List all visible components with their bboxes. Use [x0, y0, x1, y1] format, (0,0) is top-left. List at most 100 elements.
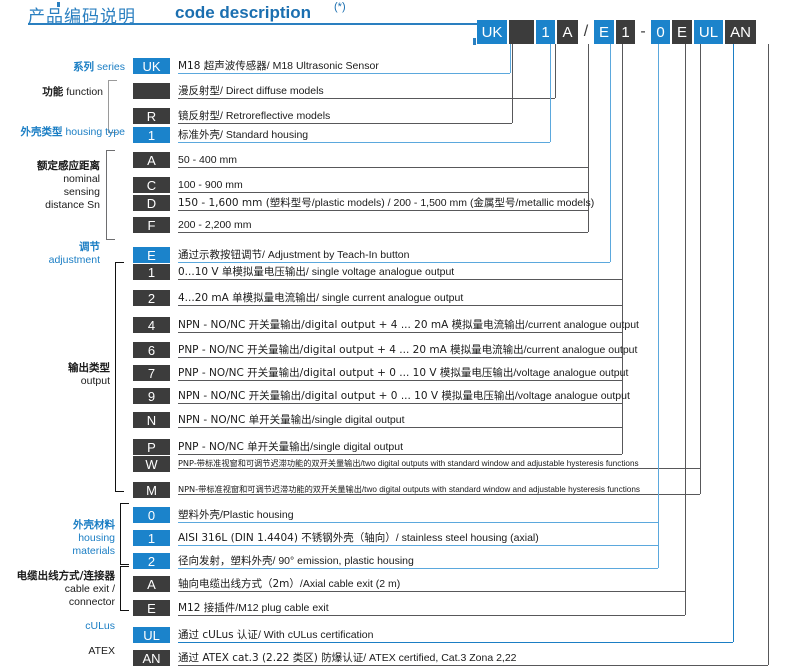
- connector-underline-22: [178, 591, 685, 592]
- row-code-4-11: 4: [133, 317, 170, 333]
- row-description-cn-0: M18 超声波传感器: [178, 60, 267, 72]
- group-label-function-cn: 功能: [42, 86, 64, 98]
- row-description-cn-10: 4...20 mA 单模拟量电流输出: [178, 292, 317, 304]
- row-description-cn-19: 塑料外壳: [178, 509, 220, 521]
- connector-riser-25: [768, 44, 769, 665]
- title-underline: [28, 23, 480, 25]
- group-label-atex: ATEX: [0, 645, 115, 658]
- connector-underline-19: [178, 522, 658, 523]
- codebar-tick-marker: [473, 38, 476, 45]
- row-description-9: 0...10 V 单模拟量电压输出/ single voltage analog…: [178, 266, 454, 278]
- row-description-en-16: /single digital output: [310, 441, 403, 453]
- connector-underline-20: [178, 545, 658, 546]
- row-description-10: 4...20 mA 单模拟量电流输出/ single current analo…: [178, 292, 463, 304]
- row-description-cn-12: PNP - NO/NC 开关量输出/digital output + 4 ...…: [178, 344, 524, 356]
- row-description-cn-6: 150 - 1,600 mm (塑料型号: [178, 197, 312, 209]
- group-label-function-en: function: [66, 86, 103, 98]
- row-code-1-20: 1: [133, 530, 170, 546]
- connector-underline-6: [178, 210, 588, 211]
- group-label-output-en: output: [80, 375, 110, 387]
- group-label-atex-en: ATEX: [88, 645, 115, 657]
- connector-riser-21: [658, 44, 659, 568]
- group-label-output-cn: 输出类型: [68, 362, 110, 374]
- row-code-n-15: N: [133, 412, 170, 428]
- row-description-en-3: / Standard housing: [220, 129, 309, 141]
- row-description-1: 漫反射型/ Direct diffuse models: [178, 85, 324, 97]
- row-description-en-9: / single voltage analogue output: [305, 266, 455, 278]
- connector-underline-13: [178, 380, 622, 381]
- row-code-m-18: M: [133, 482, 170, 498]
- group-label-function: 功能 function: [0, 86, 103, 99]
- row-code-an-25: AN: [133, 650, 170, 666]
- connector-underline-5: [178, 192, 588, 193]
- group-label-cable-exit-en-1: cable exit /: [64, 583, 115, 595]
- row-description-en-18: /two digital outputs with standard windo…: [361, 485, 640, 494]
- row-description-13: PNP - NO/NC 开关量输出/digital output + 0 ...…: [178, 367, 628, 379]
- code-box-ul: UL: [694, 20, 723, 44]
- connector-underline-21: [178, 568, 658, 569]
- connector-underline-15: [178, 427, 622, 428]
- group-label-housing-type-cn: 外壳类型: [20, 126, 63, 138]
- row-description-cn-25: 通过 ATEX cat.3 (2.22 类区) 防爆认证: [178, 652, 364, 664]
- code-box-uk: UK: [477, 20, 507, 44]
- row-description-en-19: /Plastic housing: [220, 509, 294, 521]
- row-description-cn-13: PNP - NO/NC 开关量输出/digital output + 0 ...…: [178, 367, 514, 379]
- row-description-cn-14: NPN - NO/NC 开关量输出/digital output + 0 ...…: [178, 390, 515, 402]
- row-description-en-8: / Adjustment by Teach-In button: [262, 249, 410, 261]
- row-description-en-4: 50 - 400 mm: [178, 154, 237, 166]
- row-description-17: PNP-带标准视窗和可调节迟滞功能的双开关量输出/two digital out…: [178, 458, 639, 469]
- group-label-cable-exit: 电缆出线方式/连接器 cable exit / connector: [0, 570, 115, 609]
- row-description-en-14: /voltage analogue output: [514, 390, 630, 402]
- group-label-sensing-distance-en-2: sensing: [63, 186, 100, 198]
- row-description-cn-9: 0...10 V 单模拟量电压输出: [178, 266, 306, 278]
- row-description-cn-24: 通过 cULus 认证: [178, 629, 258, 641]
- row-code-9-14: 9: [133, 388, 170, 404]
- connector-underline-4: [178, 167, 588, 168]
- group-label-adjustment-cn: 调节: [79, 241, 100, 253]
- group-label-housing-materials: 外壳材料 housing materials: [0, 519, 115, 558]
- row-description-cn-18: NPN-带标准视窗和可调节迟滞功能的双开关量输出: [178, 484, 362, 494]
- connector-underline-23: [178, 615, 685, 616]
- group-label-culus-en: cULus: [85, 620, 115, 632]
- group-label-housing-type-en: housing type: [65, 126, 125, 138]
- group-label-cable-exit-en-2: connector: [68, 596, 115, 608]
- group-label-output: 输出类型 output: [0, 362, 110, 388]
- connector-riser-23: [685, 44, 686, 615]
- code-separator-7: -: [640, 23, 646, 40]
- connector-underline-24: [178, 642, 733, 643]
- row-description-en-10: / single current analogue output: [316, 292, 464, 304]
- row-description-en-1: / Direct diffuse models: [220, 85, 324, 97]
- row-code-2-10: 2: [133, 290, 170, 306]
- row-description-cn-11: NPN - NO/NC 开关量输出/digital output + 4 ...…: [178, 319, 526, 331]
- row-code-1-9: 1: [133, 264, 170, 280]
- connector-underline-18: [178, 494, 700, 495]
- connector-underline-17: [178, 468, 700, 469]
- row-description-en-5: 100 - 900 mm: [178, 179, 243, 191]
- connector-underline-11: [178, 332, 622, 333]
- code-box-blank: [509, 20, 534, 44]
- connector-riser-3: [550, 44, 551, 142]
- group-label-sensing-distance-cn: 额定感应距离: [37, 160, 100, 172]
- connector-underline-14: [178, 403, 622, 404]
- row-description-24: 通过 cULus 认证/ With cULus certification: [178, 629, 373, 641]
- row-description-en-25: / ATEX certified, Cat.3 Zona 2,22: [363, 652, 517, 664]
- row-code-6-12: 6: [133, 342, 170, 358]
- row-description-20: AISI 316L (DIN 1.4404) 不锈钢外壳（轴向）/ stainl…: [178, 532, 539, 544]
- group-label-housing-materials-cn: 外壳材料: [73, 519, 115, 531]
- connector-riser-7: [588, 44, 589, 232]
- connector-underline-7: [178, 232, 588, 233]
- row-description-6: 150 - 1,600 mm (塑料型号/plastic models) / 2…: [178, 197, 594, 209]
- page-title-en: code description: [175, 3, 312, 22]
- connector-underline-9: [178, 279, 622, 280]
- row-description-7: 200 - 2,200 mm: [178, 219, 252, 231]
- row-description-11: NPN - NO/NC 开关量输出/digital output + 4 ...…: [178, 319, 639, 331]
- connector-riser-1: [555, 44, 556, 98]
- row-description-en-0: / M18 Ultrasonic Sensor: [266, 60, 379, 72]
- code-box-1: 1: [536, 20, 555, 44]
- row-code-a-22: A: [133, 576, 170, 592]
- connector-riser-8: [610, 44, 611, 262]
- row-description-cn-21: 径向发射，塑料外壳: [178, 555, 273, 567]
- connector-underline-3: [178, 142, 550, 143]
- group-label-series: 系列 series: [0, 61, 125, 74]
